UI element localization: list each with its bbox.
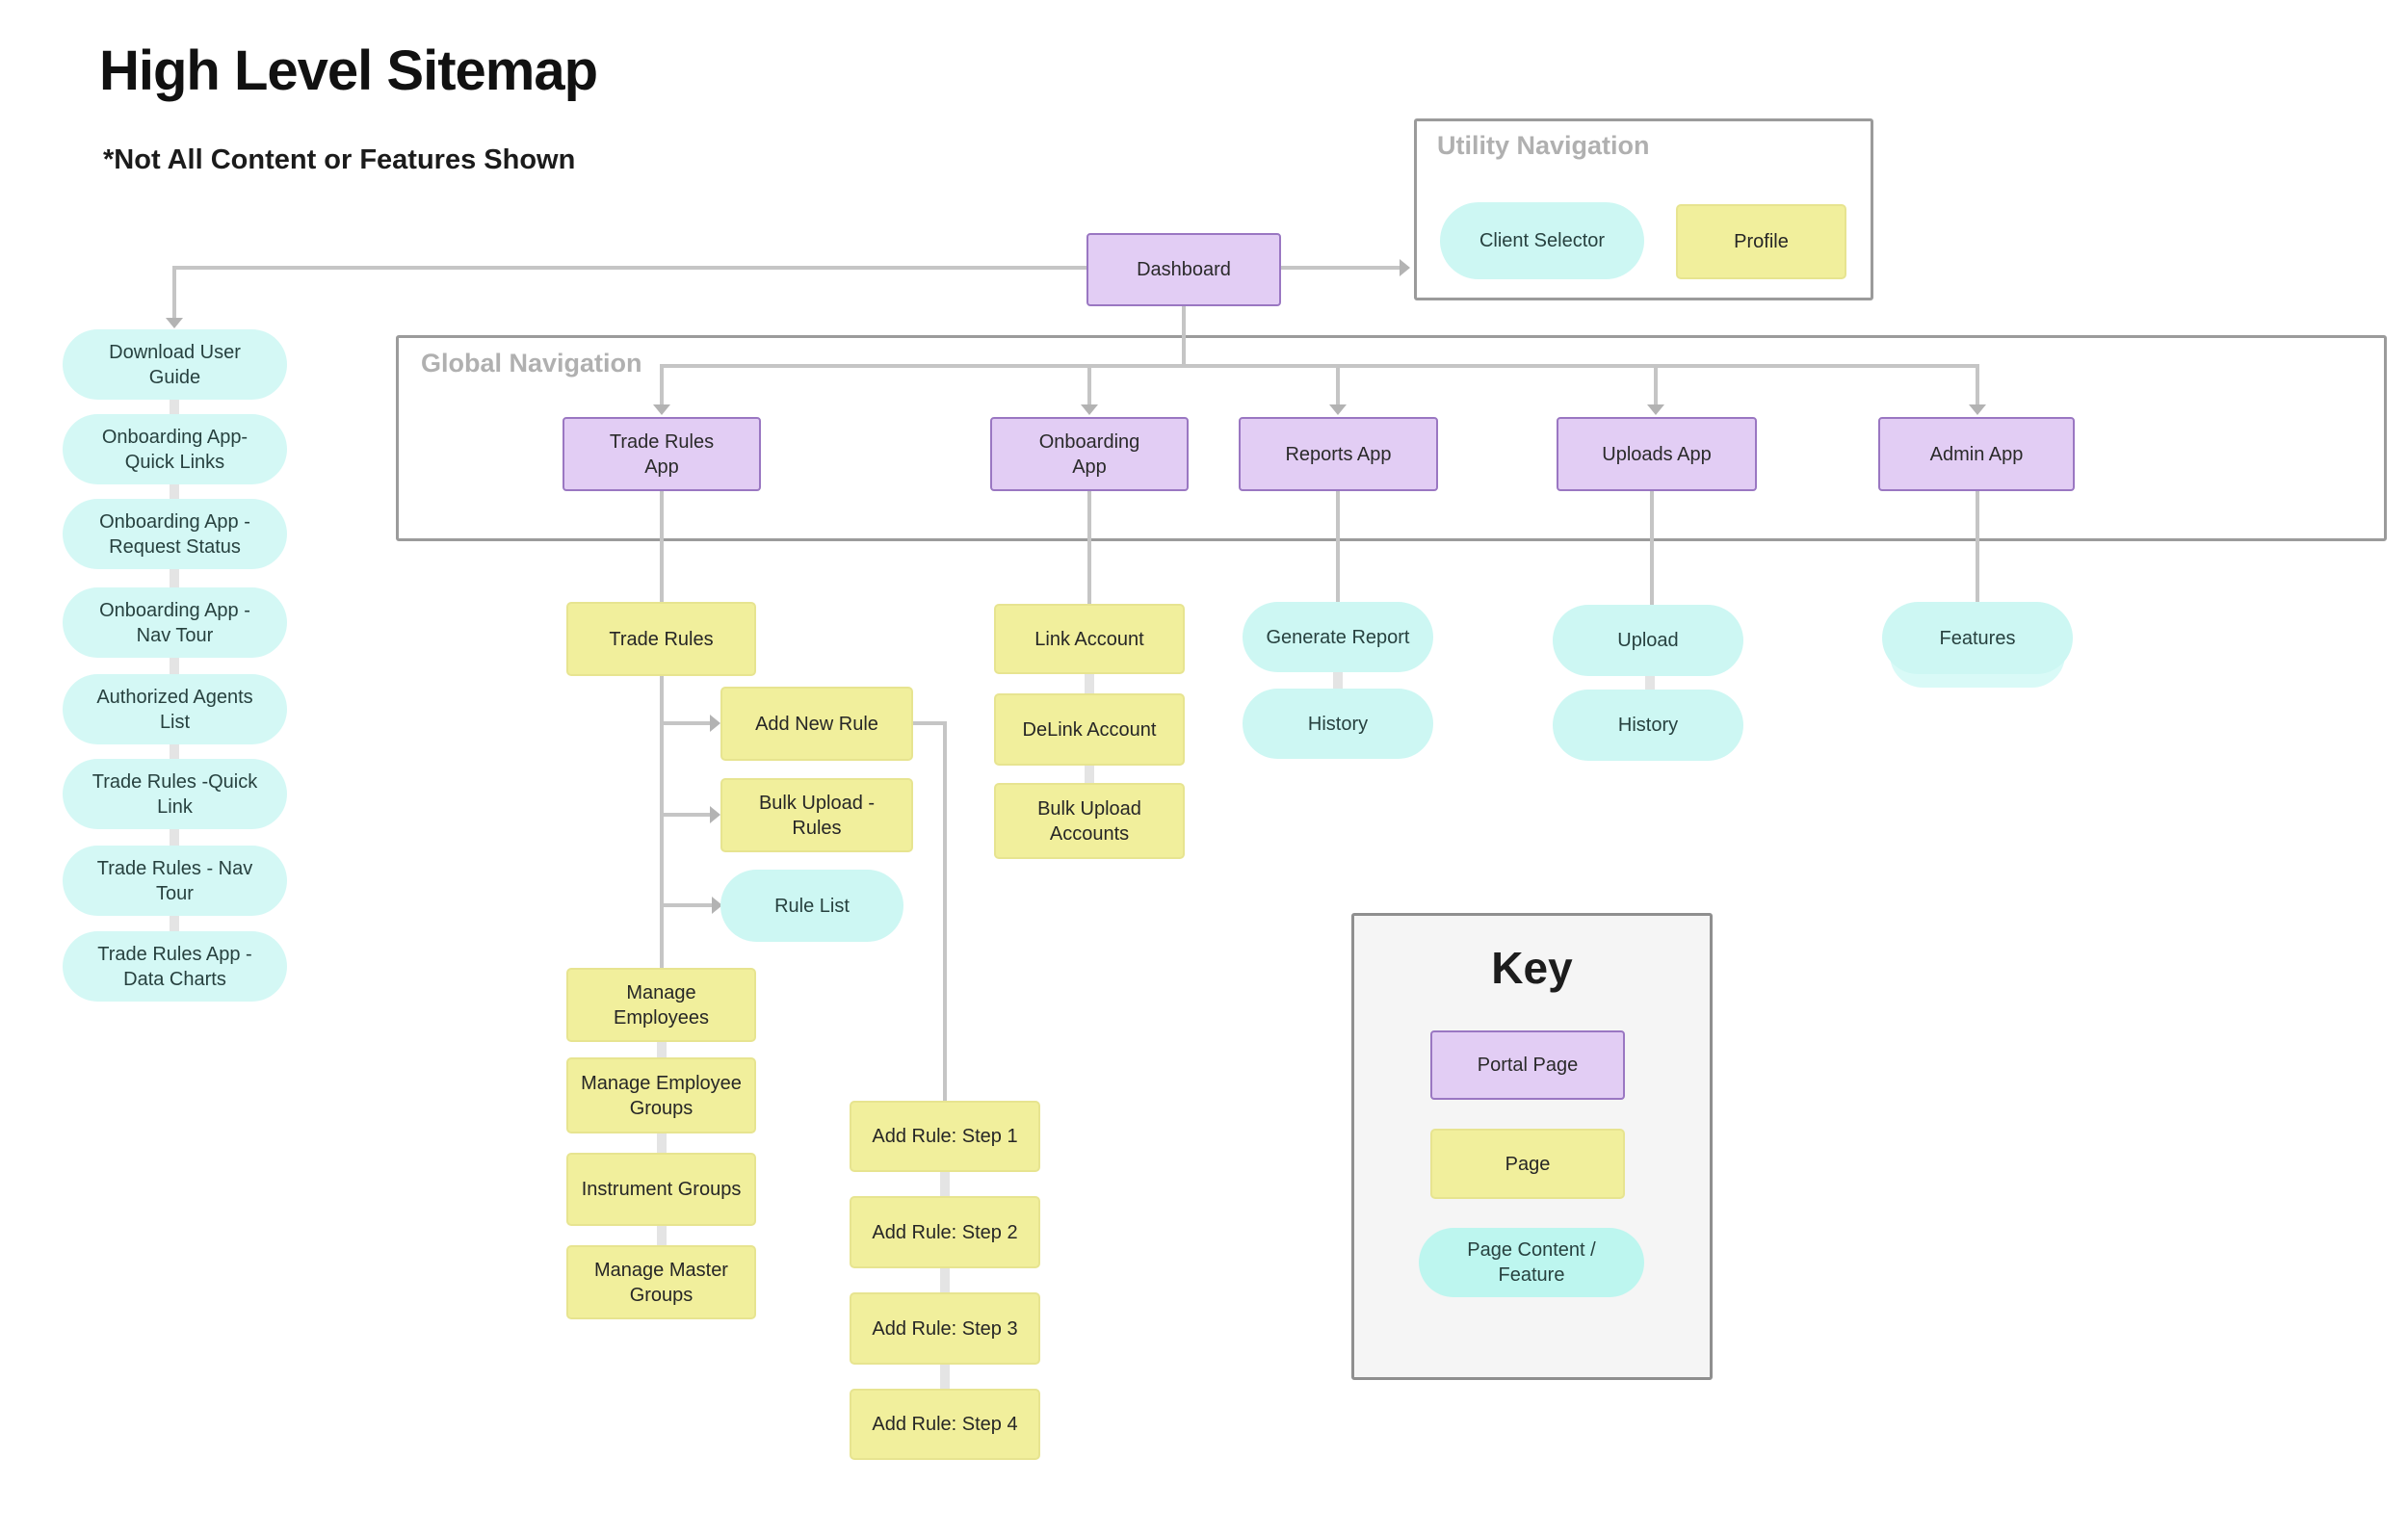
- node-trade-rules: Trade Rules: [566, 602, 756, 676]
- node-trade-rules-quick-link: Trade Rules -Quick Link: [63, 759, 287, 829]
- arrowhead-utility: [1400, 259, 1410, 276]
- connector-onboarding-app-child: [1087, 491, 1091, 604]
- connector-quicklinks-4: [170, 658, 179, 674]
- key-portal-page: Portal Page: [1430, 1030, 1625, 1100]
- node-manage-employees: Manage Employees: [566, 968, 756, 1042]
- node-add-rule-step-2: Add Rule: Step 2: [850, 1196, 1040, 1268]
- connector-drop-admin-app: [1976, 364, 1979, 405]
- node-delink-account: DeLink Account: [994, 693, 1185, 766]
- node-authorized-agents-list: Authorized Agents List: [63, 674, 287, 744]
- connector-add-rule-feeder-h: [913, 721, 947, 725]
- connector-manage-1: [657, 1042, 667, 1057]
- key-page-content-feature: Page Content / Feature: [1419, 1228, 1644, 1297]
- connector-admin-app-child: [1976, 491, 1979, 602]
- node-onboarding-app: Onboarding App: [990, 417, 1189, 491]
- node-add-rule-step-3: Add Rule: Step 3: [850, 1292, 1040, 1365]
- arrowhead-onboarding-app: [1081, 404, 1098, 415]
- connector-steps-3: [940, 1365, 950, 1389]
- connector-branch-bulk-upload-rules: [662, 813, 711, 817]
- arrowhead-uploads-app: [1647, 404, 1664, 415]
- node-uploads-history: History: [1553, 690, 1743, 761]
- arrowhead-rule-list: [712, 897, 722, 914]
- node-profile: Profile: [1676, 204, 1846, 279]
- arrowhead-add-new-rule: [710, 715, 720, 732]
- node-upload: Upload: [1553, 605, 1743, 676]
- connector-reports-1: [1333, 672, 1343, 689]
- connector-dashboard-down: [1182, 306, 1186, 366]
- connector-dashboard-utility: [1281, 266, 1400, 270]
- node-reports-app: Reports App: [1239, 417, 1438, 491]
- connector-onboarding-1: [1085, 674, 1094, 693]
- node-manage-employee-groups: Manage Employee Groups: [566, 1057, 756, 1133]
- utility-navigation-label: Utility Navigation: [1437, 131, 1650, 160]
- arrowhead-reports-app: [1329, 404, 1347, 415]
- connector-drop-onboarding-app: [1087, 364, 1091, 405]
- connector-quicklinks-5: [170, 744, 179, 759]
- node-bulk-upload-rules: Bulk Upload - Rules: [720, 778, 913, 852]
- node-add-new-rule: Add New Rule: [720, 687, 913, 761]
- connector-uploads-app-child: [1650, 491, 1654, 605]
- node-admin-app: Admin App: [1878, 417, 2075, 491]
- node-manage-master-groups: Manage Master Groups: [566, 1245, 756, 1319]
- connector-manage-2: [657, 1133, 667, 1153]
- node-rule-list: Rule List: [720, 870, 903, 942]
- node-trade-rules-app: Trade Rules App: [563, 417, 761, 491]
- arrowhead-trade-rules-app: [653, 404, 670, 415]
- node-instrument-groups: Instrument Groups: [566, 1153, 756, 1226]
- node-trade-rules-data-charts: Trade Rules App - Data Charts: [63, 931, 287, 1002]
- arrowhead-bulk-upload-rules: [710, 806, 720, 823]
- node-dashboard: Dashboard: [1086, 233, 1281, 306]
- node-download-user-guide: Download User Guide: [63, 329, 287, 400]
- connector-steps-1: [940, 1172, 950, 1196]
- page-subtitle: *Not All Content or Features Shown: [103, 144, 576, 175]
- connector-branch-add-new-rule: [662, 721, 711, 725]
- node-generate-report: Generate Report: [1243, 602, 1433, 672]
- connector-quicklinks-6: [170, 829, 179, 846]
- connector-manage-3: [657, 1226, 667, 1245]
- node-bulk-upload-accounts: Bulk Upload Accounts: [994, 783, 1185, 859]
- connector-trade-rules-app-child: [660, 491, 664, 602]
- connector-quicklinks-1: [170, 398, 179, 414]
- connector-uploads-1: [1645, 676, 1655, 690]
- page-title: High Level Sitemap: [99, 39, 598, 102]
- connector-quicklinks-drop: [172, 266, 176, 320]
- node-trade-rules-nav-tour: Trade Rules - Nav Tour: [63, 846, 287, 916]
- node-reports-history: History: [1243, 689, 1433, 759]
- node-link-account: Link Account: [994, 604, 1185, 674]
- connector-quicklinks-7: [170, 916, 179, 931]
- node-add-rule-step-4: Add Rule: Step 4: [850, 1389, 1040, 1460]
- connector-branch-rule-list: [662, 903, 713, 907]
- connector-drop-trade-rules-app: [660, 364, 664, 405]
- node-client-selector: Client Selector: [1440, 202, 1644, 279]
- connector-quicklinks-2: [170, 484, 179, 499]
- arrowhead-quicklinks: [166, 318, 183, 328]
- arrowhead-admin-app: [1969, 404, 1986, 415]
- connector-globalnav-branch: [660, 364, 1979, 368]
- node-uploads-app: Uploads App: [1557, 417, 1757, 491]
- key-title: Key: [1491, 943, 1573, 993]
- node-features: Features: [1882, 602, 2073, 674]
- connector-drop-reports-app: [1336, 364, 1340, 405]
- node-onboarding-quick-links: Onboarding App- Quick Links: [63, 414, 287, 484]
- connector-drop-uploads-app: [1654, 364, 1658, 405]
- node-onboarding-request-status: Onboarding App - Request Status: [63, 499, 287, 569]
- node-add-rule-step-1: Add Rule: Step 1: [850, 1101, 1040, 1172]
- connector-onboarding-2: [1085, 766, 1094, 783]
- connector-trade-rules-trunk: [660, 676, 664, 968]
- connector-reports-app-child: [1336, 491, 1340, 602]
- connector-steps-2: [940, 1268, 950, 1292]
- global-navigation-label: Global Navigation: [421, 349, 642, 378]
- node-onboarding-nav-tour: Onboarding App - Nav Tour: [63, 587, 287, 658]
- key-page: Page: [1430, 1129, 1625, 1199]
- connector-dashboard-left: [174, 266, 1086, 270]
- connector-add-rule-feeder-v: [943, 721, 947, 1101]
- connector-quicklinks-3: [170, 569, 179, 587]
